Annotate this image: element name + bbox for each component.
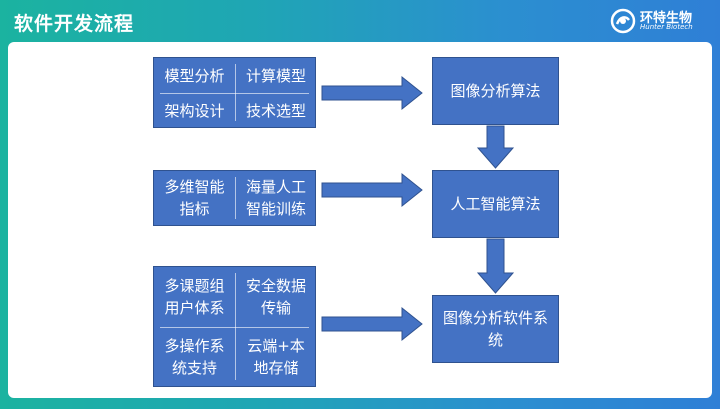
input-cell-model-analysis: 模型分析 <box>164 66 225 85</box>
logo-subtitle: Hunter Biotech <box>640 23 693 31</box>
input-group-3: 多课题组 用户体系 安全数据 传输 多操作系 统支持 云端+本 地存储 <box>153 266 316 387</box>
group1-separator <box>235 64 236 121</box>
arrow-right-1 <box>321 75 423 111</box>
logo-text: 环特生物 <box>640 11 693 26</box>
input-cell-multi-group-users: 多课题组 用户体系 <box>164 277 225 317</box>
input-group-1: 模型分析 计算模型 架构设计 技术选型 <box>153 57 316 128</box>
input-cell-secure-transfer: 安全数据 传输 <box>245 277 306 317</box>
input-cell-architecture: 架构设计 <box>164 101 225 120</box>
output-image-analysis-algorithm: 图像分析算法 <box>432 57 559 125</box>
company-logo: 环特生物 Hunter Biotech <box>610 7 710 35</box>
input-cell-compute-model: 计算模型 <box>245 66 306 85</box>
arrow-down-1 <box>476 125 515 169</box>
input-cell-tech-selection: 技术选型 <box>245 101 306 120</box>
group3-hseparator <box>160 327 309 328</box>
arrow-down-2 <box>476 238 515 294</box>
output-image-analysis-software: 图像分析软件系 统 <box>432 295 559 363</box>
group2-separator <box>235 177 236 219</box>
input-cell-ai-training: 海量人工 智能训练 <box>245 178 306 218</box>
input-group-2: 多维智能 指标 海量人工 智能训练 <box>153 170 316 226</box>
output-ai-algorithm: 人工智能算法 <box>432 170 559 238</box>
group1-hseparator <box>160 93 309 94</box>
content-panel <box>8 42 712 398</box>
page-title: 软件开发流程 <box>14 13 135 35</box>
input-cell-cloud-storage: 云端+本 地存储 <box>247 337 305 377</box>
group3-separator <box>235 273 236 380</box>
input-cell-multi-dim-metrics: 多维智能 指标 <box>164 178 225 218</box>
arrow-right-3 <box>321 306 423 342</box>
input-cell-multi-os: 多操作系 统支持 <box>164 337 225 377</box>
arrow-right-2 <box>321 172 423 208</box>
logo-mark-icon <box>610 8 636 34</box>
